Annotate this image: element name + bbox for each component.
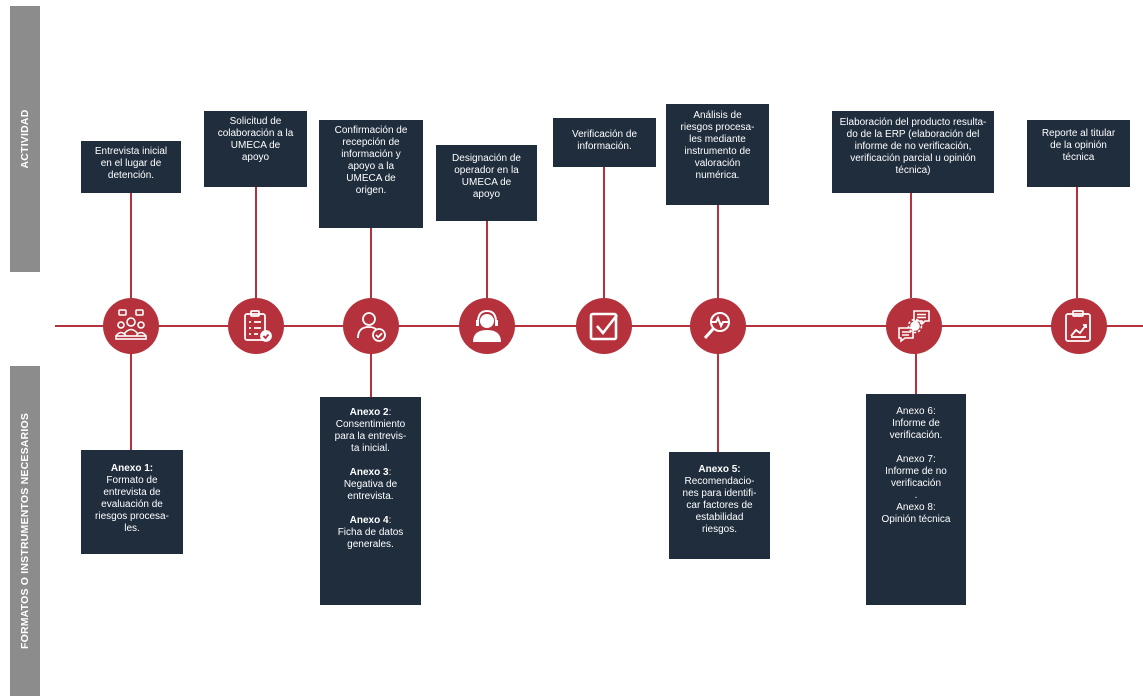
step-1-node [103, 298, 159, 354]
step-2-node [228, 298, 284, 354]
step-5-node [576, 298, 632, 354]
clipboard-checklist-icon [244, 310, 272, 342]
connector-7-down [915, 352, 917, 394]
activity-box-3: Confirmación de recepción de información… [319, 120, 423, 228]
group-interview-icon [115, 309, 147, 340]
connector-3-up [370, 228, 372, 298]
step-3-node [343, 298, 399, 354]
activity-box-2: Solicitud de colaboración a la UMECA de … [204, 111, 307, 187]
activity-section-bar: ACTIVIDAD [10, 6, 40, 272]
report-chart-icon [1065, 310, 1091, 342]
connector-7-up [910, 193, 912, 298]
formats-box-6: Anexo 6: Informe de verificación. Anexo … [866, 394, 966, 605]
step-6-node [690, 298, 746, 354]
connector-1-down [130, 352, 132, 450]
connector-1-up [130, 193, 132, 298]
step-7-node [886, 298, 942, 354]
activity-section-label: ACTIVIDAD [19, 109, 31, 169]
connector-4-up [486, 221, 488, 298]
magnifier-pulse-icon [703, 312, 730, 340]
connector-3-down [370, 352, 372, 397]
formats-section-bar: FORMATOS O INSTRUMENTOS NECESARIOS [10, 366, 40, 696]
activity-box-5: Verificación de información. [553, 118, 656, 167]
chat-gear-icon [898, 310, 930, 343]
connector-6-up [717, 205, 719, 298]
checkbox-icon [589, 312, 619, 341]
formats-box-1: Anexo 1: Formato de entrevista de evalua… [81, 450, 183, 554]
formats-box-5: Anexo 5: Recomendacio- nes para identifi… [669, 452, 770, 559]
activity-box-4: Designación de operador en la UMECA de a… [436, 145, 537, 221]
operator-headset-icon [473, 309, 501, 342]
step-4-node [459, 298, 515, 354]
connector-8-up [1076, 187, 1078, 298]
user-check-icon [357, 312, 386, 342]
connector-6-down [717, 352, 719, 452]
activity-box-1: Entrevista inicial en el lugar de detenc… [81, 141, 181, 193]
formats-section-label: FORMATOS O INSTRUMENTOS NECESARIOS [19, 412, 31, 650]
connector-2-up [255, 187, 257, 298]
activity-box-8: Reporte al titular de la opinión técnica [1027, 120, 1130, 187]
formats-box-2: Anexo 2: Consentimiento para la entrevis… [320, 397, 421, 605]
connector-5-up [603, 167, 605, 298]
activity-box-7: Elaboración del producto resulta- do de … [832, 111, 994, 193]
step-8-node [1051, 298, 1107, 354]
activity-box-6: Análisis de riesgos procesa- les mediant… [666, 104, 769, 205]
